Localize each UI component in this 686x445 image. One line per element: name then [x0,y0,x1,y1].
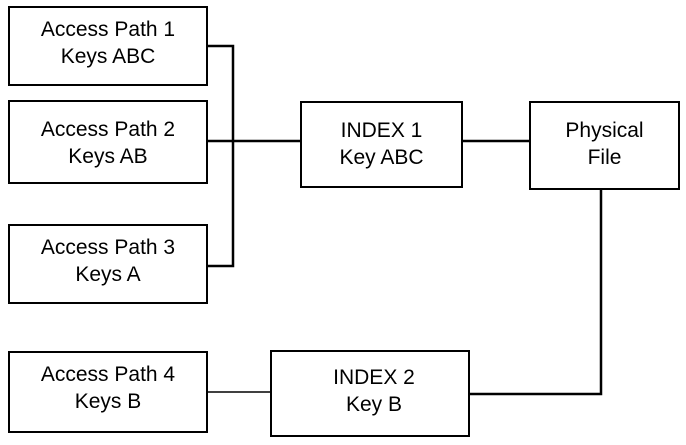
physical-file-box: Physical File [529,101,680,190]
access-path-2-keys: Keys AB [68,145,148,168]
index-1-box: INDEX 1 Key ABC [300,101,463,188]
index-1-title: INDEX 1 [340,119,423,142]
connector-physical-file-to-index2 [470,190,603,396]
access-path-1-title: Access Path 1 [40,18,176,41]
access-path-4-title: Access Path 4 [40,363,176,386]
index-1-key: Key ABC [339,146,424,169]
physical-file-subtitle: File [587,146,622,169]
connector-ap3-to-bus [208,141,235,268]
access-path-2-box: Access Path 2 Keys AB [8,100,208,184]
access-path-4-box: Access Path 4 Keys B [8,351,208,433]
index-2-key: Key B [345,393,403,416]
access-path-2-title: Access Path 2 [40,118,176,141]
index-2-title: INDEX 2 [333,366,415,389]
access-path-3-title: Access Path 3 [40,236,176,259]
physical-file-title: Physical [565,119,644,142]
access-path-3-box: Access Path 3 Keys A [8,224,208,304]
access-path-4-keys: Keys B [74,390,142,413]
access-path-1-box: Access Path 1 Keys ABC [8,6,208,86]
connector-ap1-to-bus [208,44,235,141]
access-path-3-keys: Keys A [75,263,141,286]
index-2-box: INDEX 2 Key B [270,350,470,437]
access-path-1-keys: Keys ABC [60,45,156,68]
